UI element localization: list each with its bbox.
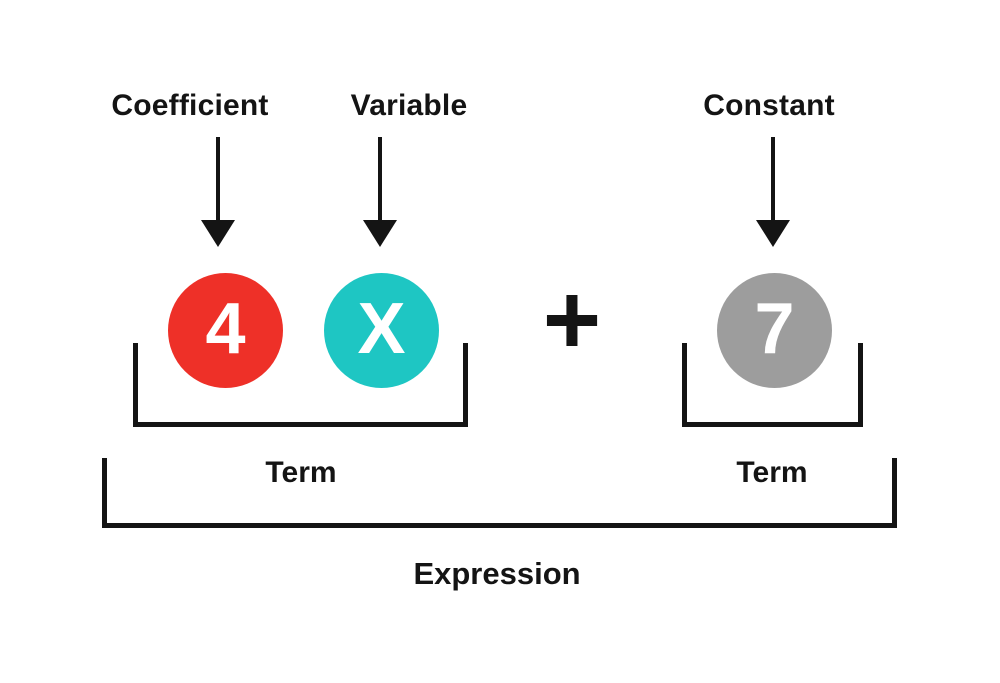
term-label-right: Term [736,456,808,489]
arrow-shaft [216,137,220,222]
coefficient-circle: 4 [168,273,283,388]
arrow-shaft [378,137,382,222]
term-label-left: Term [265,456,337,489]
constant-circle: 7 [717,273,832,388]
constant-label: Constant [703,89,835,122]
variable-circle: X [324,273,439,388]
expression-label: Expression [413,556,581,591]
coefficient-label: Coefficient [111,89,269,122]
expression-bracket [102,458,897,528]
variable-symbol: X [357,288,406,369]
variable-label: Variable [350,89,468,122]
arrow-shaft [771,137,775,222]
coefficient-value: 4 [205,288,246,369]
arrow-head-icon [756,220,790,247]
plus-operator: + [542,264,602,376]
arrow-head-icon [201,220,235,247]
term-bracket-right [682,343,863,427]
arrow-head-icon [363,220,397,247]
term-bracket-left [133,343,468,427]
constant-value: 7 [754,288,795,369]
